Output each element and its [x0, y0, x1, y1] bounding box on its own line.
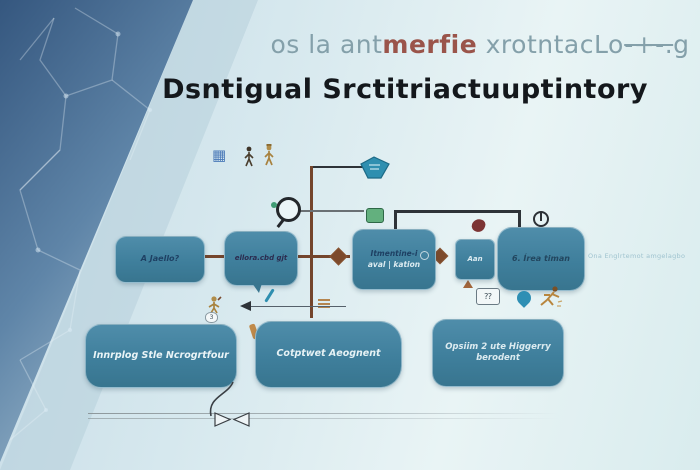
grid-icon: ▦	[212, 146, 227, 164]
person-badge: 3	[205, 312, 218, 323]
bubble-tail-icon	[252, 283, 262, 293]
connector-thin-gray	[298, 210, 364, 212]
node-e-side-label: Ona Englrtemot amgelagbo	[588, 252, 686, 260]
network-background-art	[0, 0, 258, 470]
node-e: 6. Írea timan	[497, 227, 585, 291]
node-f-label: Innrplog Stle Ncrogrtfour	[93, 349, 229, 361]
connector-to-funnel	[310, 166, 366, 168]
node-a: A Jaello?	[115, 236, 205, 283]
node-g: Cotptwet Aeognent	[255, 321, 402, 388]
node-c-line2: aval | kation	[367, 259, 421, 269]
magnifier-leaf-dot	[271, 202, 277, 208]
title-main: Dsntigual Srctitriactuuptintory	[162, 74, 648, 105]
node-f: Innrplog Stle Ncrogrtfour	[85, 324, 237, 388]
curve-connector	[209, 381, 234, 417]
bracket-right-drop	[518, 210, 521, 228]
title-segment: os la ant	[270, 30, 383, 59]
pin-icon	[514, 288, 534, 308]
funnel-icon	[360, 156, 390, 179]
connector-vertical-brown	[310, 166, 313, 318]
bracket-left-drop	[394, 210, 397, 231]
blob-icon	[470, 217, 487, 234]
title-segment-accent: merfie	[382, 30, 478, 59]
node-c-ring-icon	[420, 251, 429, 260]
hamburger-icon	[318, 297, 330, 311]
title-subtitle: os la antmerfie xrotntacLo-+-.g	[270, 30, 690, 59]
title-segment-strikethrough: -+-.	[624, 30, 674, 59]
baseline-bottom	[88, 418, 558, 420]
runner-icon	[540, 286, 563, 307]
node-a-label: A Jaello?	[140, 254, 180, 264]
person-tan-icon	[264, 144, 274, 166]
magnifier-icon	[276, 197, 301, 222]
node-b: ellora.cbd gjt	[224, 231, 298, 286]
person-pencil-icon	[208, 296, 222, 314]
node-g-label: Cotptwet Aeognent	[276, 348, 381, 360]
battery-icon	[366, 208, 384, 223]
arrow-left-line	[250, 306, 346, 308]
node-d-label: Aan	[467, 254, 483, 263]
baseline-top	[88, 413, 558, 415]
arrow-diamond-1	[329, 247, 348, 266]
node-d: Aan	[455, 239, 495, 280]
arrow-triangle-up	[463, 280, 473, 288]
question-tile-icon: ⁇	[476, 288, 500, 305]
arrow-left-icon	[240, 301, 251, 311]
power-icon	[533, 211, 549, 227]
node-h-line2: berodent	[476, 353, 520, 363]
person-dark-icon	[244, 146, 254, 167]
bracket-horizontal	[394, 210, 521, 213]
node-b-label: ellora.cbd gjt	[234, 253, 288, 262]
node-e-label: 6. Írea timan	[512, 253, 570, 263]
title-segment: g	[673, 30, 690, 59]
valve-icon	[214, 412, 250, 427]
node-c-line1: Itmentine-i	[370, 249, 418, 259]
title-segment: xrotntacLo	[477, 30, 625, 59]
node-h: Opsiim 2 ute Higgerry berodent	[432, 319, 564, 387]
power-icon-bar	[540, 213, 542, 221]
node-h-line1: Opsiim 2 ute Higgerry	[445, 341, 551, 352]
